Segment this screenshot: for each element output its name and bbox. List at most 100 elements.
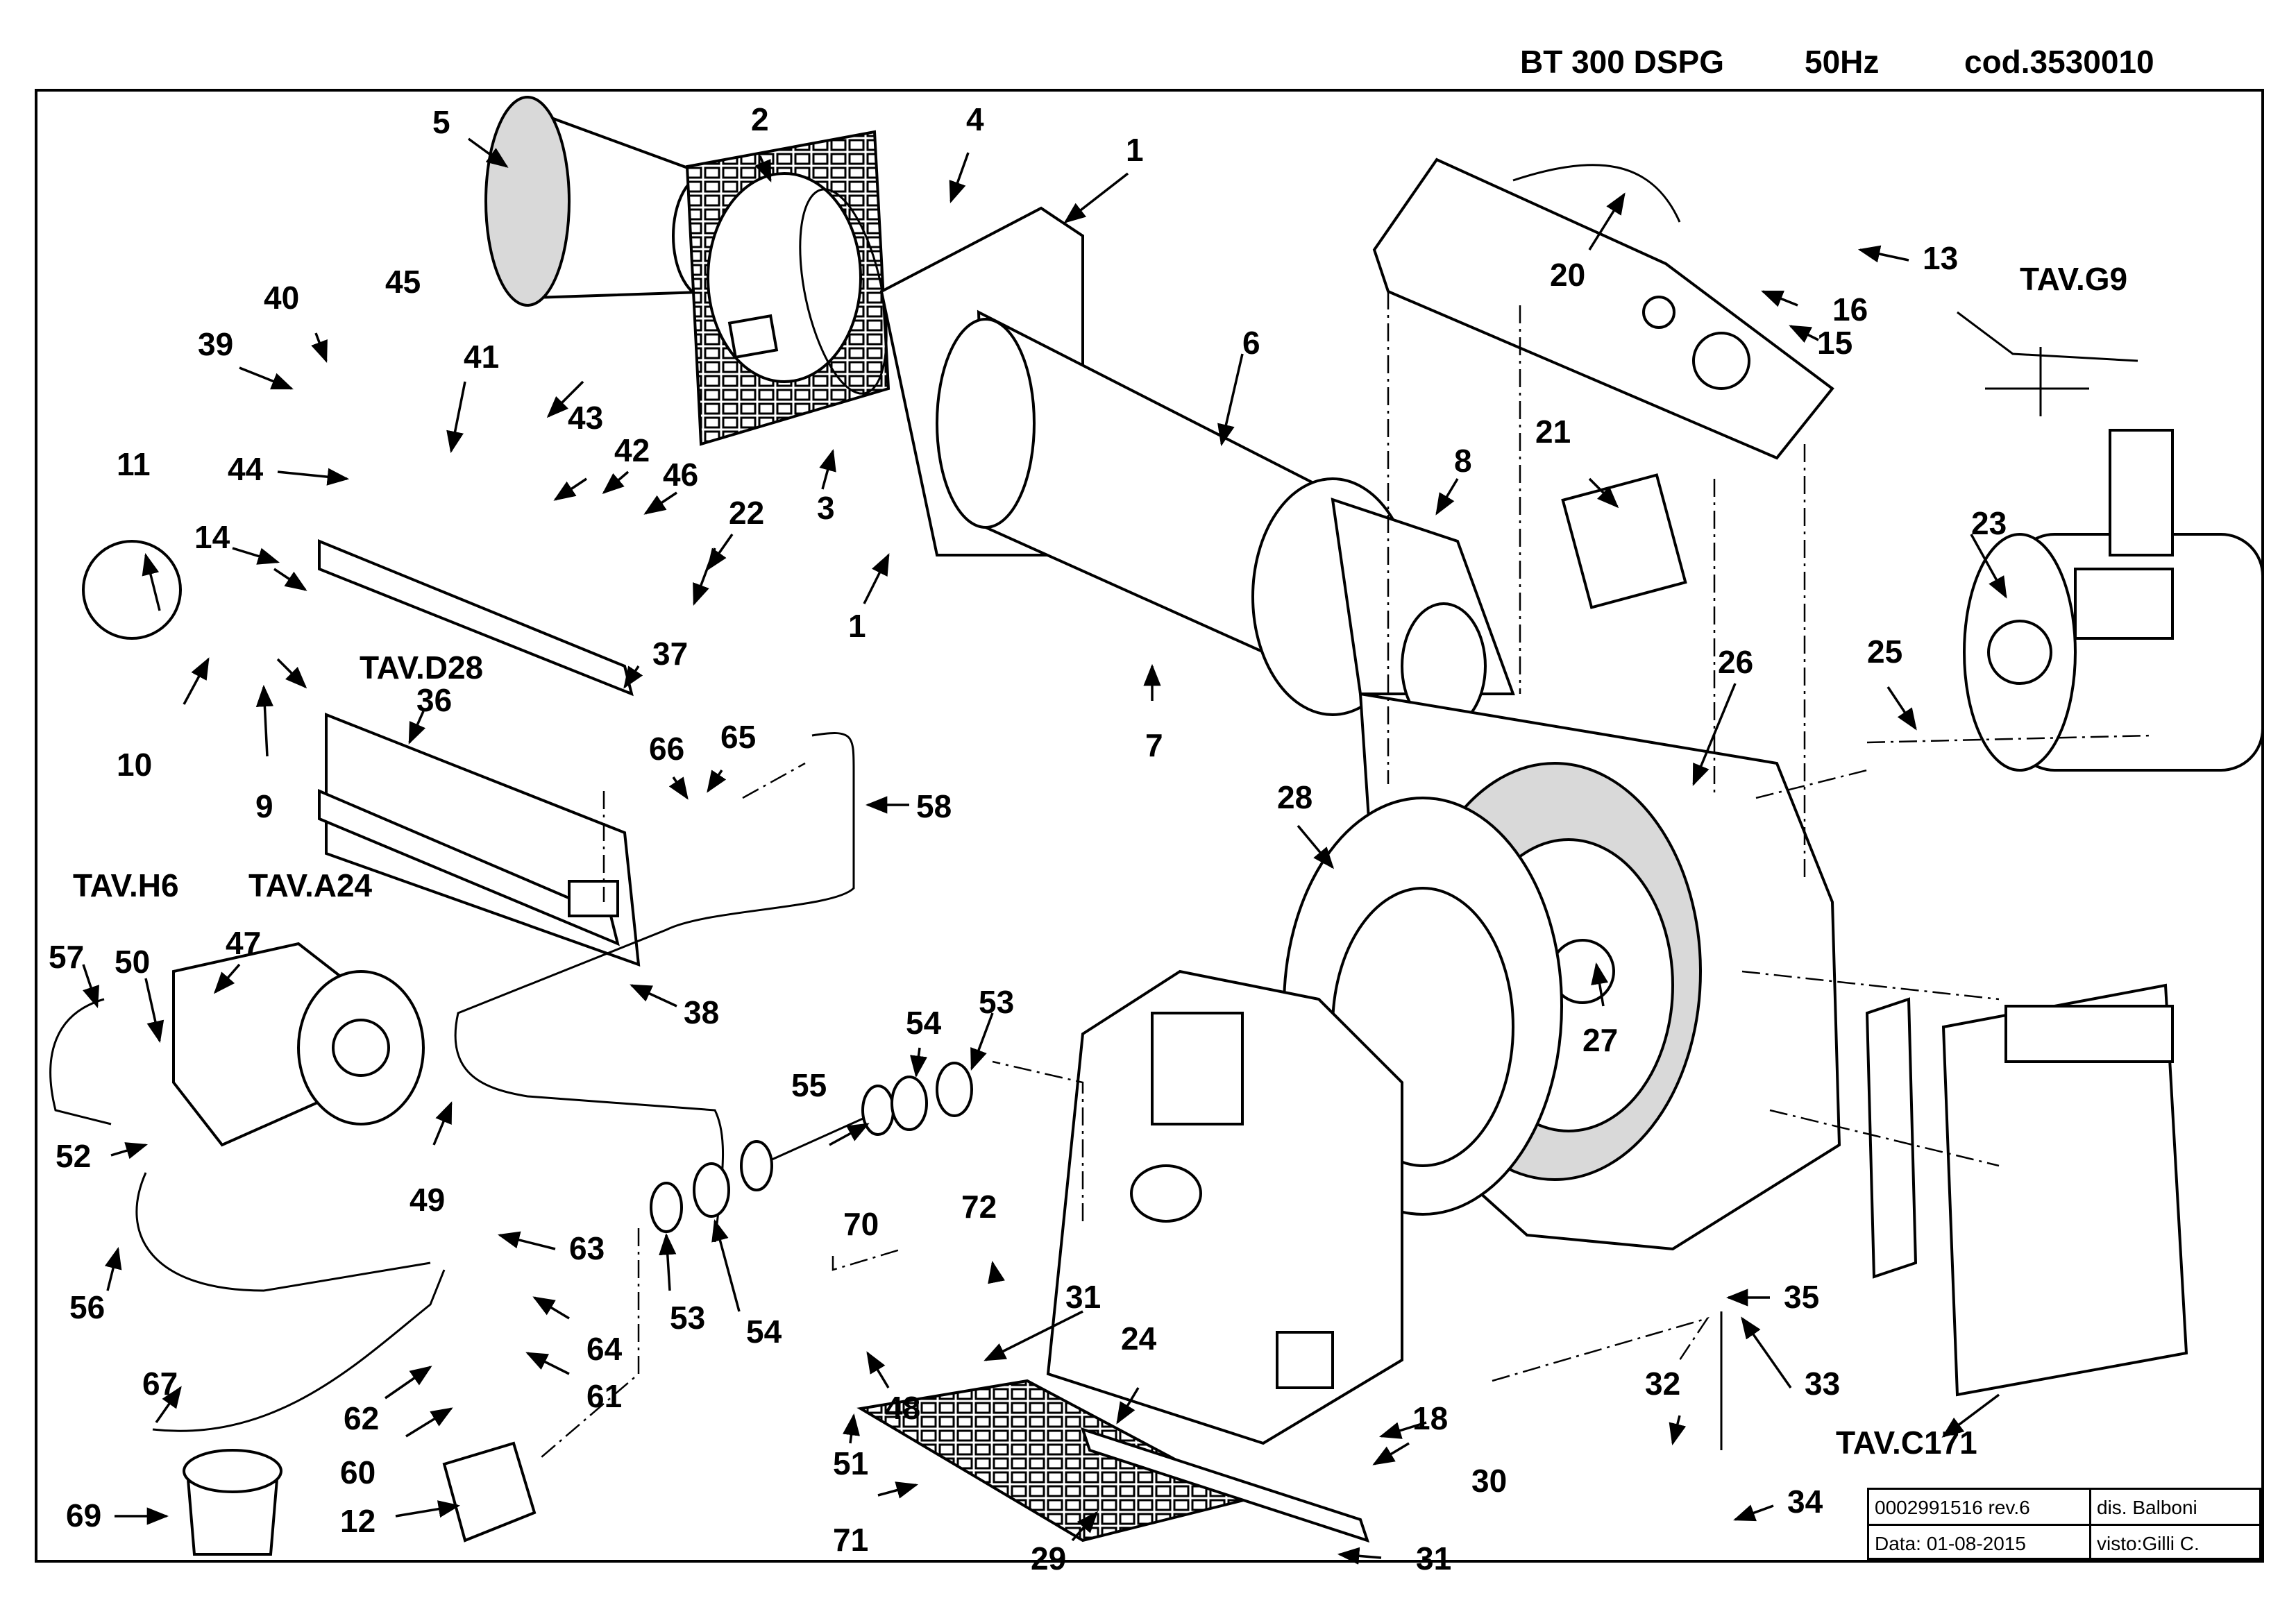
oil-pipe	[454, 732, 855, 1243]
label-part-56: 56	[69, 1289, 105, 1325]
drawing-header: BT 300 DSPG 50Hz cod.3530010	[1520, 43, 2214, 92]
table-reference-labels: TAV.G9 TAV.D28 TAV.H6 TAV.A24 TAV.C171	[73, 261, 2127, 1461]
label-part-45: 45	[385, 264, 421, 300]
assembly-lines	[541, 291, 2152, 1458]
label-part-1-top: 1	[1126, 132, 1144, 168]
label-part-50: 50	[115, 944, 150, 980]
model-name: BT 300 DSPG	[1520, 44, 1724, 80]
label-part-52: 52	[56, 1138, 91, 1174]
turbulator-disc	[82, 540, 182, 640]
label-part-31-middle: 31	[1065, 1279, 1101, 1315]
label-part-44: 44	[228, 451, 264, 487]
label-part-53-top: 53	[979, 984, 1014, 1020]
label-part-65: 65	[720, 719, 756, 755]
label-part-24: 24	[1121, 1320, 1157, 1357]
label-part-33: 33	[1805, 1366, 1840, 1402]
ref-tav-h6: TAV.H6	[73, 867, 179, 903]
label-part-36: 36	[416, 682, 452, 718]
label-part-1-bottom: 1	[848, 608, 866, 644]
label-part-62: 62	[344, 1400, 379, 1436]
label-part-14: 14	[194, 519, 230, 555]
label-part-40: 40	[264, 280, 299, 316]
label-part-15: 15	[1817, 325, 1852, 361]
label-part-58: 58	[916, 788, 952, 824]
flex-hose-56	[135, 1172, 431, 1292]
checked-by: visto:Gilli C.	[2097, 1533, 2200, 1554]
ref-tav-a24: TAV.A24	[248, 867, 373, 903]
label-part-5: 5	[432, 104, 450, 140]
label-part-10: 10	[117, 747, 152, 783]
label-part-25: 25	[1867, 634, 1902, 670]
flex-hose-57	[49, 998, 112, 1125]
motor	[1963, 429, 2264, 772]
flex-hose-67	[152, 1269, 446, 1432]
nozzle-holder-assembly	[318, 539, 641, 967]
label-part-23: 23	[1971, 505, 2007, 541]
label-part-51: 51	[833, 1445, 868, 1481]
ignition-transformer	[1561, 473, 1687, 609]
label-part-18: 18	[1412, 1400, 1448, 1436]
ref-tav-c171: TAV.C171	[1836, 1425, 1977, 1461]
label-part-29: 29	[1031, 1540, 1066, 1577]
label-part-7: 7	[1145, 727, 1163, 763]
label-part-28: 28	[1277, 779, 1312, 815]
drawing-frame	[35, 89, 2264, 1563]
label-part-26: 26	[1718, 644, 1753, 680]
label-part-3: 3	[817, 490, 835, 526]
label-part-70: 70	[843, 1206, 879, 1242]
label-part-6: 6	[1242, 325, 1260, 361]
label-part-32: 32	[1645, 1366, 1680, 1402]
label-part-34: 34	[1787, 1484, 1823, 1520]
burner-parts	[49, 96, 2264, 1556]
label-part-4: 4	[966, 101, 984, 137]
label-part-2: 2	[751, 101, 769, 137]
ref-tav-d28: TAV.D28	[360, 649, 483, 686]
label-part-31-bottom: 31	[1416, 1540, 1451, 1577]
cover	[1372, 158, 1834, 460]
label-part-38: 38	[684, 994, 719, 1030]
o-ring	[799, 188, 888, 395]
label-part-54-bottom: 54	[746, 1314, 782, 1350]
blast-tube	[879, 206, 1414, 716]
label-part-67: 67	[142, 1366, 178, 1402]
label-part-20: 20	[1550, 257, 1585, 293]
leader-arrows	[82, 137, 2007, 1565]
label-part-35: 35	[1784, 1279, 1819, 1315]
label-part-11: 11	[117, 446, 151, 482]
label-part-48: 48	[885, 1390, 920, 1426]
label-part-8: 8	[1454, 443, 1472, 479]
label-part-43: 43	[568, 400, 603, 436]
label-part-47: 47	[226, 925, 261, 961]
label-part-13: 13	[1923, 240, 1958, 276]
control-box	[1941, 983, 2188, 1397]
drawing-date: Data: 01-08-2015	[1869, 1526, 2091, 1562]
label-part-39: 39	[198, 326, 233, 362]
servomotor-linkage	[1957, 311, 2138, 416]
control-box-gasket	[1865, 997, 1918, 1279]
air-housing	[1331, 498, 1515, 730]
label-part-63: 63	[569, 1230, 605, 1266]
label-part-64: 64	[586, 1331, 623, 1367]
title-block: 0002991516 rev.6 dis. Balboni Data: 01-0…	[1867, 1488, 2261, 1562]
label-part-46: 46	[663, 457, 698, 493]
ref-tav-g9: TAV.G9	[2020, 261, 2127, 297]
label-part-12: 12	[340, 1503, 375, 1539]
label-part-27: 27	[1582, 1022, 1618, 1058]
document-number: 0002991516 rev.6	[1869, 1490, 2091, 1526]
label-part-16: 16	[1832, 291, 1868, 328]
label-part-49: 49	[410, 1182, 445, 1218]
oil-pump	[172, 942, 425, 1147]
label-part-55: 55	[791, 1067, 827, 1103]
label-part-37: 37	[652, 636, 688, 672]
label-part-72: 72	[961, 1189, 997, 1225]
product-code: cod.3530010	[1964, 44, 2154, 80]
label-part-66: 66	[649, 731, 684, 767]
label-part-42: 42	[614, 432, 650, 468]
air-damper-shaft	[650, 1062, 973, 1233]
label-part-21: 21	[1535, 414, 1571, 450]
frequency: 50Hz	[1805, 44, 1880, 80]
label-part-41: 41	[464, 339, 499, 375]
part-number-labels: 5 2 4 1 3 1 6 8 7 20 13 16 15 21 22 23 2…	[49, 101, 2007, 1577]
label-part-53-bottom: 53	[670, 1300, 705, 1336]
label-part-57: 57	[49, 939, 84, 975]
